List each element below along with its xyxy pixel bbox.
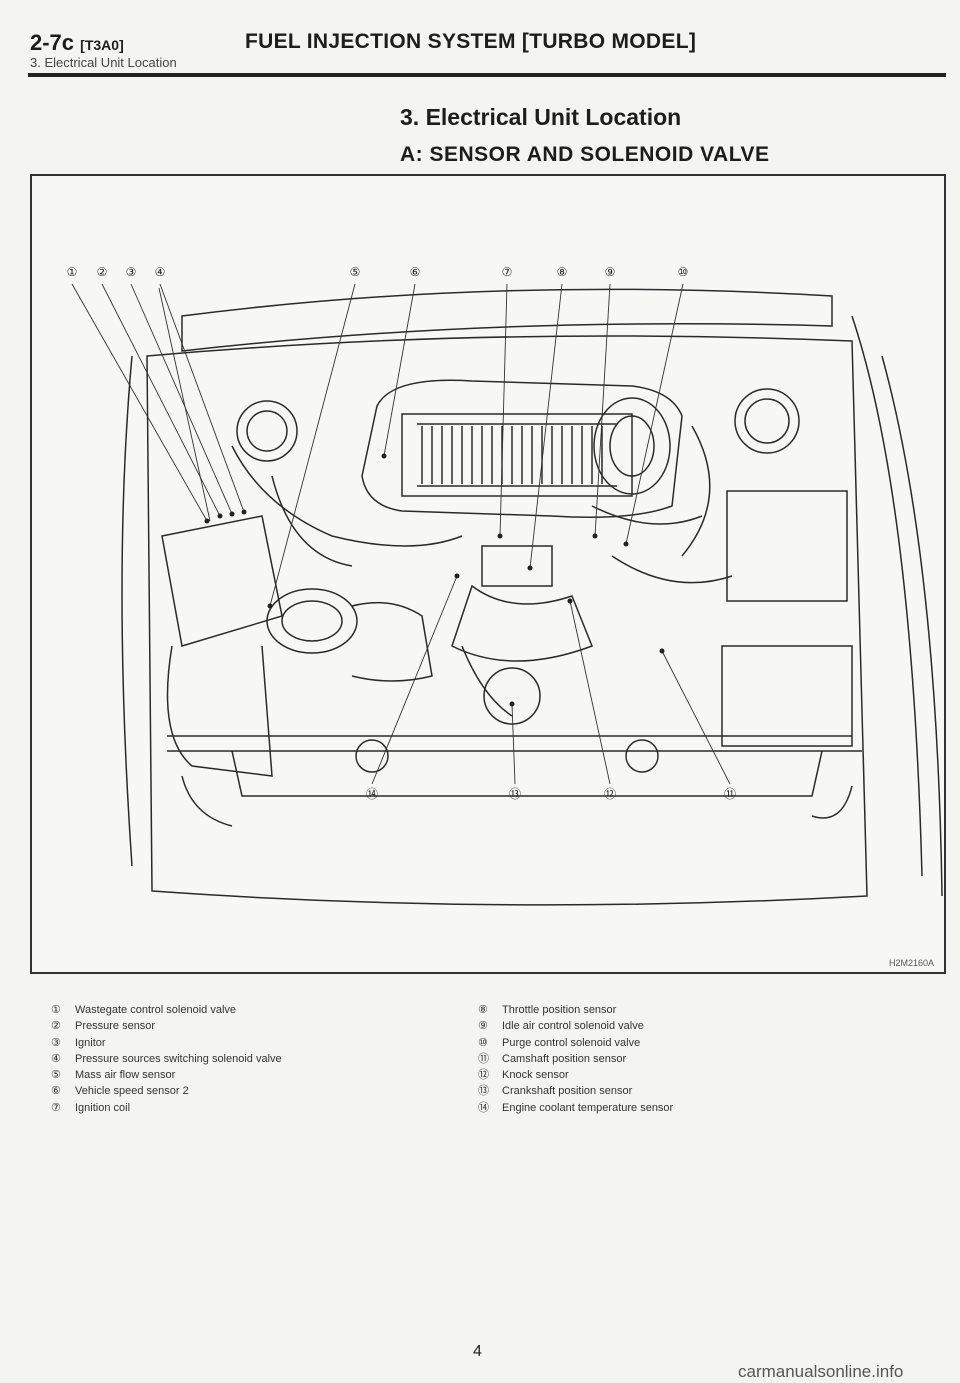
section-code: 2-7c [T3A0] <box>30 30 124 55</box>
callout-leader-lines <box>71 283 731 785</box>
engine-bay-drawing <box>121 288 943 906</box>
figure-id: H2M2160A <box>888 958 934 968</box>
callout-13: ⑬ <box>509 787 521 801</box>
callout-markers: ① ② ③ ④ ⑤ ⑥ ⑦ ⑧ ⑨ ⑩ ⑪ ⑫ ⑬ ⑭ <box>67 265 736 801</box>
chapter-title: FUEL INJECTION SYSTEM [TURBO MODEL] <box>245 30 697 53</box>
watermark: carmanualsonline.info <box>738 1362 904 1381</box>
callout-1: ① <box>67 265 78 279</box>
section-title: 3. Electrical Unit Location <box>400 104 682 130</box>
callout-6: ⑥ <box>410 265 421 279</box>
header-subtitle: 3. Electrical Unit Location <box>30 55 177 70</box>
engine-bay-diagram: ① ② ③ ④ ⑤ ⑥ ⑦ ⑧ ⑨ ⑩ ⑪ ⑫ ⑬ ⑭ <box>67 265 943 906</box>
callout-4: ④ <box>155 265 166 279</box>
callout-10: ⑩ <box>678 265 689 279</box>
callout-8: ⑧ <box>557 265 568 279</box>
section-subtitle: A: SENSOR AND SOLENOID VALVE <box>400 143 770 166</box>
callout-11: ⑪ <box>724 787 736 801</box>
page-number: 4 <box>473 1343 482 1360</box>
callout-3: ③ <box>126 265 137 279</box>
header-rule <box>28 73 946 77</box>
callout-anchor-dots <box>204 453 665 707</box>
callout-9: ⑨ <box>605 265 616 279</box>
callout-5: ⑤ <box>350 265 361 279</box>
callout-7: ⑦ <box>502 265 513 279</box>
callout-2: ② <box>97 265 108 279</box>
callout-14: ⑭ <box>366 787 378 801</box>
section-code-tag: [T3A0] <box>80 37 124 53</box>
engine-diagram-frame: ① ② ③ ④ ⑤ ⑥ ⑦ ⑧ ⑨ ⑩ ⑪ ⑫ ⑬ ⑭ H2M2160A <box>30 174 946 974</box>
callout-12: ⑫ <box>604 787 616 801</box>
